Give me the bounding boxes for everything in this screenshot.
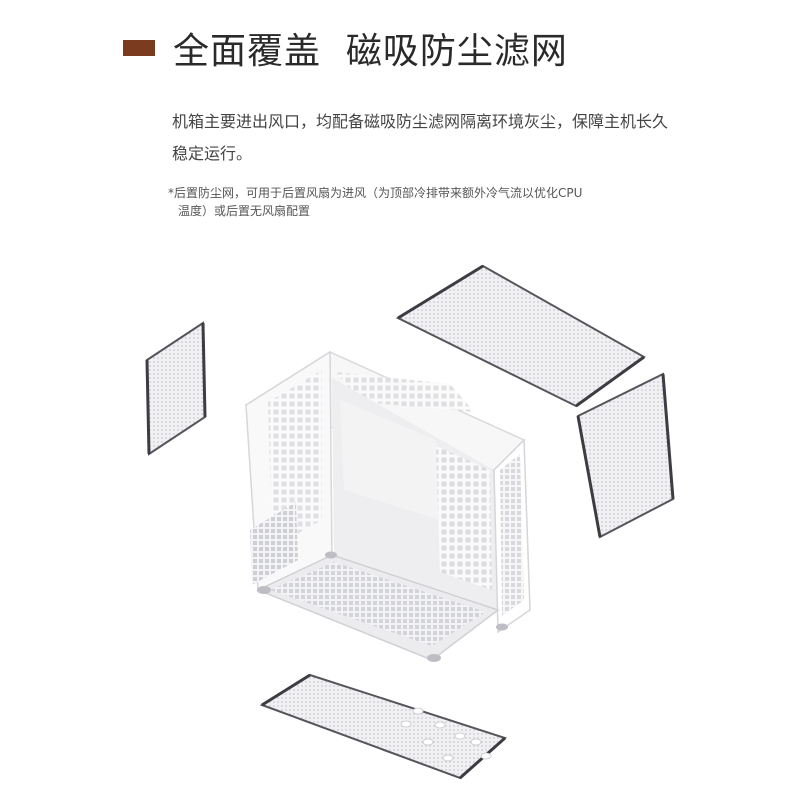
bottom-filter	[259, 673, 507, 780]
title-row: 全面覆盖 磁吸防尘滤网	[123, 22, 568, 74]
title-accent-block	[123, 40, 155, 56]
side-filter	[576, 372, 675, 539]
rear-filter	[145, 321, 207, 456]
page-title: 全面覆盖 磁吸防尘滤网	[173, 31, 568, 72]
footnote-line-2: 温度）或后置无风扇配置	[178, 204, 311, 218]
description-text: 机箱主要进出风口，均配备磁吸防尘滤网隔离环境灰尘，保障主机长久稳定运行。	[172, 112, 669, 163]
top-filter	[395, 264, 646, 408]
footnote: *后置防尘网，可用于后置风扇为进风（为顶部冷排带来额外冷气流以优化CPU 温度）…	[168, 184, 668, 220]
pc-case	[244, 350, 531, 662]
footnote-line-1: *后置防尘网，可用于后置风扇为进风（为顶部冷排带来额外冷气流以优化CPU	[168, 186, 583, 200]
